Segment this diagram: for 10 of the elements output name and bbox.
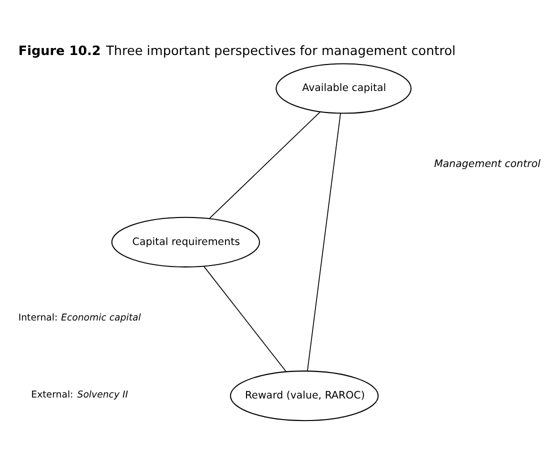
node-ellipse: Reward (value, RAROC) [230, 370, 379, 422]
node-ellipse: Available capital [276, 63, 412, 114]
connector [307, 112, 341, 372]
label: Internal: Economic capital [18, 312, 141, 324]
node-ellipse: Capital requirements [111, 216, 260, 268]
label: External: Solvency II [31, 389, 128, 400]
connector [208, 111, 321, 219]
connector [204, 266, 287, 372]
diagram-title: Figure 10.2 Three important perspectives for management control [18, 44, 456, 60]
label: Management control [434, 158, 540, 170]
